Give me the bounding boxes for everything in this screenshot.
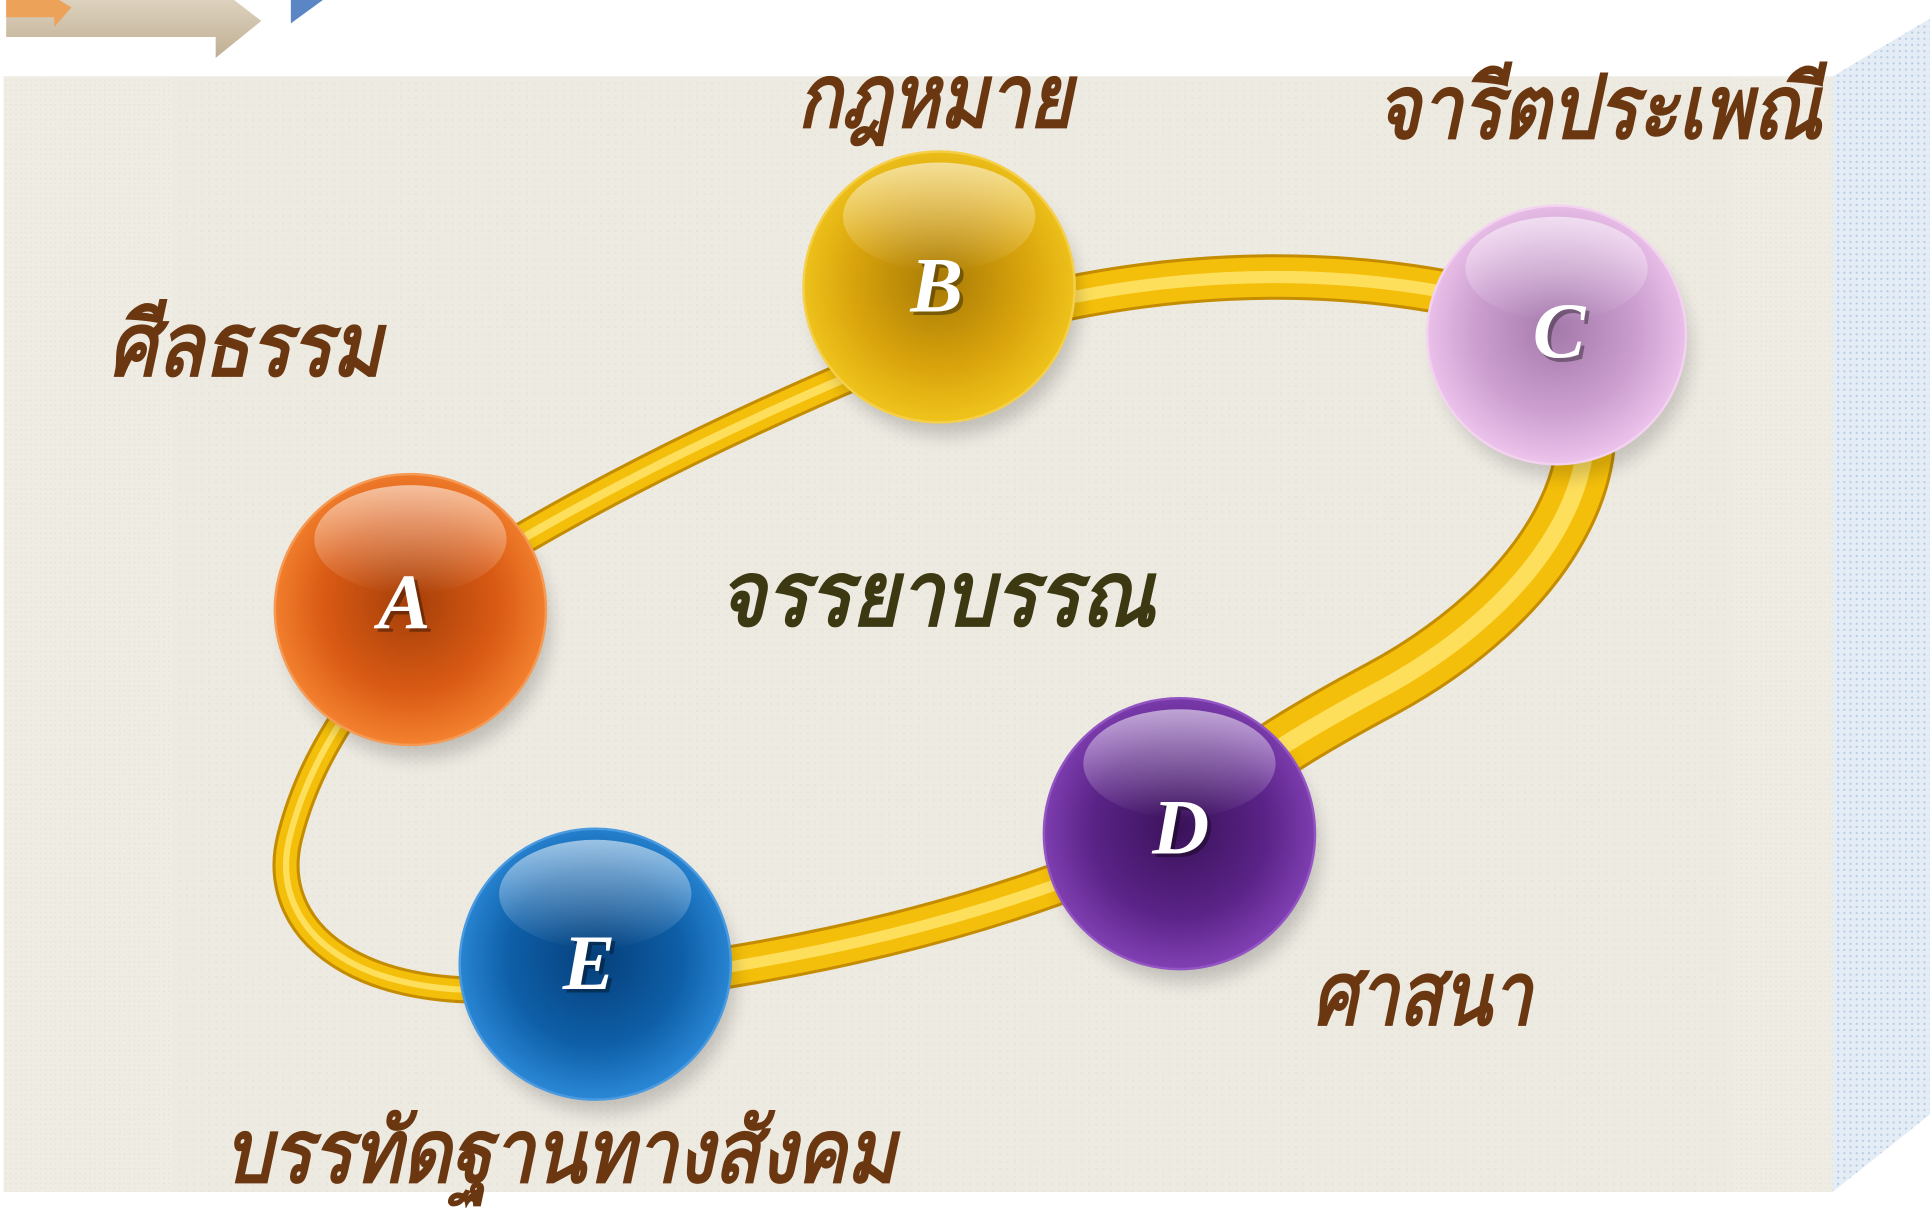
center-label: จรรยาบรรณ xyxy=(719,545,1157,646)
node-a-label: ศีลธรรม xyxy=(108,298,386,396)
node-a-letter: A xyxy=(373,559,431,646)
node-d-letter: D xyxy=(1151,784,1209,871)
panel-left-strip xyxy=(3,76,173,1192)
node-b: B B xyxy=(802,150,1080,436)
node-e-letter-shadow: E xyxy=(566,924,620,1011)
node-b-highlight xyxy=(842,162,1036,271)
node-c-letter-shadow: C xyxy=(1536,292,1590,379)
node-c-letter: C xyxy=(1533,288,1587,375)
node-e-label: บรรทัดฐานทางสังคม xyxy=(224,1104,900,1208)
tan-arrow-shape xyxy=(6,0,262,58)
node-d-letter-shadow: D xyxy=(1155,788,1213,875)
node-a: A A xyxy=(273,472,551,759)
panel-right-strip xyxy=(1731,76,1833,1192)
node-d-highlight xyxy=(1083,709,1276,818)
node-d-label: ศาสนา xyxy=(1313,947,1535,1045)
node-b-letter: B xyxy=(909,243,963,330)
node-e-letter: E xyxy=(562,920,616,1007)
panel-side-face xyxy=(1832,18,1930,1192)
node-b-label: กฎหมาย xyxy=(797,49,1078,147)
node-d: D D xyxy=(1042,696,1320,983)
node-e: E E xyxy=(458,827,736,1114)
node-a-letter-shadow: A xyxy=(377,563,435,650)
node-a-highlight xyxy=(314,485,507,594)
orange-arrow-shape xyxy=(6,0,72,28)
node-c-highlight xyxy=(1465,216,1648,321)
node-b-letter-shadow: B xyxy=(913,246,967,333)
blue-triangle-shape xyxy=(290,0,323,24)
node-e-highlight xyxy=(499,839,692,949)
node-c: C C xyxy=(1425,204,1691,478)
node-c-label: จารีตประเพณี xyxy=(1377,60,1828,158)
